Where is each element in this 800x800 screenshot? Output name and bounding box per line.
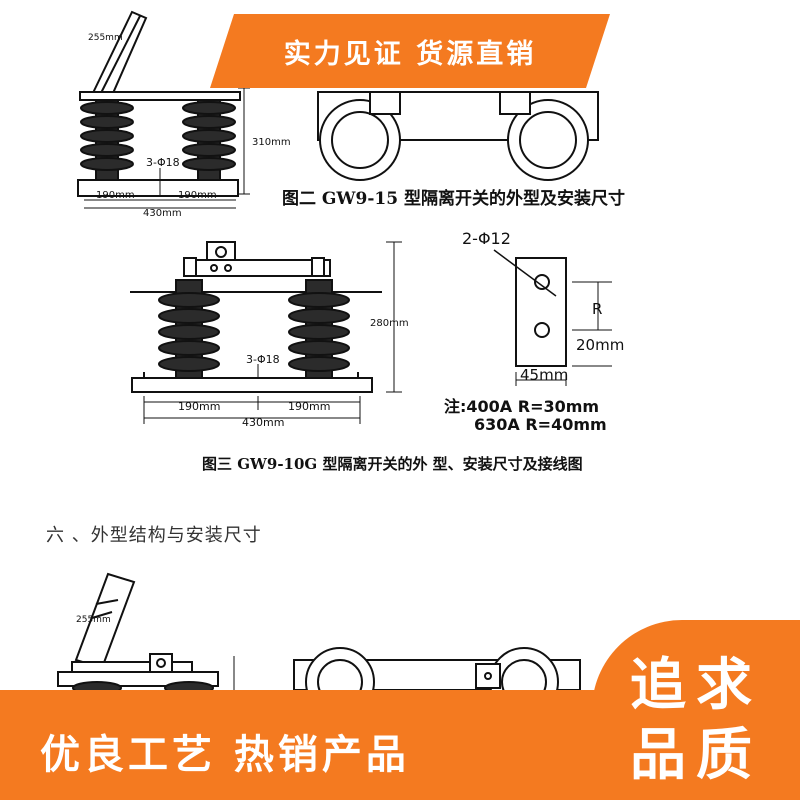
badge-line2: 品质 [630,723,762,788]
fig2-holes-label: 3-Φ18 [146,156,180,169]
fig3-total-label: 430mm [242,416,284,429]
terminal-note-line1: 注:400A R=30mm [444,397,599,416]
terminal-offset-label: 20mm [576,336,624,354]
bottom-arm-label: 255mm [76,615,111,625]
terminal-holes-label: 2-Φ12 [462,229,511,248]
terminal-width-label: 45mm [520,366,568,384]
terminal-r-label: R [592,300,602,318]
section6-heading: 六 、外型结构与安装尺寸 [46,525,262,546]
fig3-holes-label: 3-Φ18 [246,353,280,366]
figure3-left-insulator [158,279,220,381]
fig2-left-span-label: 190mm [96,190,135,201]
figure2-switch [77,10,250,209]
fig3-height-label: 280mm [370,318,409,329]
badge-line1: 追求 [630,653,762,718]
figure3-right-insulator [288,279,350,381]
terminal-note-line2: 630A R=40mm [474,415,607,434]
fig2-arm-label: 255mm [88,33,123,43]
bottom-banner-text: 优良工艺 热销产品 [40,732,410,778]
figure3-caption: 图三 GW9-10G 型隔离开关的外 型、安装尺寸及接线图 [202,455,583,473]
figure2-caption: 图二 GW9-15 型隔离开关的外型及安装尺寸 [282,189,625,209]
fig3-right-span-label: 190mm [288,400,330,413]
quality-badge [592,620,800,800]
top-banner: 实力见证 货源直销 [210,14,610,88]
fig3-left-span-label: 190mm [178,400,220,413]
figure2-front-view [317,91,599,181]
figure2-right-insulator [182,99,236,181]
figure3-switch [130,241,402,424]
fig2-height-label: 310mm [252,137,291,148]
terminal-plate-drawing [493,249,612,386]
fig2-total-label: 430mm [143,208,182,219]
top-banner-text: 实力见证 货源直销 [283,38,537,70]
figure2-left-insulator [80,99,134,181]
fig2-right-span-label: 190mm [178,190,217,201]
